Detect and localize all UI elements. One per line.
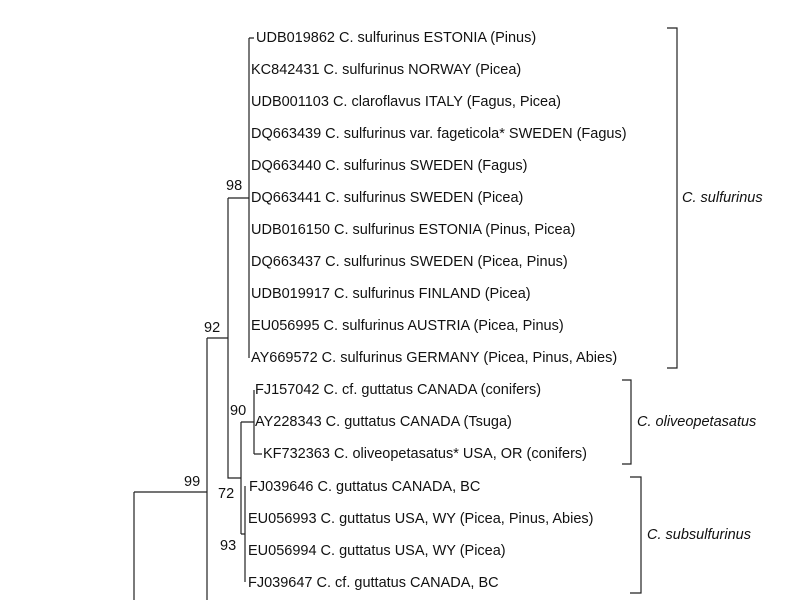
taxon-label: KC842431 C. sulfurinus NORWAY (Picea) [251, 62, 522, 78]
taxon-label: UDB019862 C. sulfurinus ESTONIA (Pinus) [256, 30, 537, 46]
bootstrap-value: 92 [204, 320, 221, 336]
taxon-label: UDB016150 C. sulfurinus ESTONIA (Pinus, … [251, 222, 576, 238]
node-92-branch [206, 337, 228, 600]
taxon-label: UDB001103 C. claroflavus ITALY (Fagus, P… [251, 94, 562, 110]
taxon-label: KF732363 C. oliveopetasatus* USA, OR (co… [263, 446, 587, 462]
bootstrap-value: 90 [230, 403, 247, 419]
bootstrap-value: 72 [218, 486, 235, 502]
taxon-label: AY228343 C. guttatus CANADA (Tsuga) [255, 414, 512, 430]
taxon-label: FJ039647 C. cf. guttatus CANADA, BC [248, 575, 499, 591]
taxon-label: AY669572 C. sulfurinus GERMANY (Picea, P… [251, 350, 618, 366]
bracket-sulfurinus [667, 27, 678, 369]
clade-label-subsulfurinus: C. subsulfurinus [647, 527, 751, 543]
taxon-label: FJ039646 C. guttatus CANADA, BC [249, 479, 481, 495]
taxon-label: DQ663439 C. sulfurinus var. fageticola* … [251, 126, 627, 142]
clade-label-oliveopetasatus: C. oliveopetasatus [637, 414, 757, 430]
taxon-label: DQ663440 C. sulfurinus SWEDEN (Fagus) [251, 158, 528, 174]
bracket-oliveopetasatus [622, 379, 632, 465]
node-93-branch [241, 486, 246, 582]
bootstrap-value: 98 [226, 178, 243, 194]
bootstrap-value: 99 [184, 474, 201, 490]
taxon-label: FJ157042 C. cf. guttatus CANADA (conifer… [255, 382, 542, 398]
node-92-stem [227, 198, 241, 479]
taxon-label: EU056995 C. sulfurinus AUSTRIA (Picea, P… [251, 318, 564, 334]
node-90-branch [241, 390, 262, 455]
taxon-label: DQ663441 C. sulfurinus SWEDEN (Picea) [251, 190, 524, 206]
bracket-subsulfurinus [630, 476, 642, 594]
bootstrap-value: 93 [220, 538, 237, 554]
node-99-branch [133, 491, 207, 600]
taxon-label: EU056994 C. guttatus USA, WY (Picea) [248, 543, 506, 559]
taxon-label: UDB019917 C. sulfurinus FINLAND (Picea) [251, 286, 531, 302]
clade-label-sulfurinus: C. sulfurinus [682, 190, 763, 206]
taxon-label: EU056993 C. guttatus USA, WY (Picea, Pin… [248, 511, 594, 527]
taxon-label: DQ663437 C. sulfurinus SWEDEN (Picea, Pi… [251, 254, 568, 270]
